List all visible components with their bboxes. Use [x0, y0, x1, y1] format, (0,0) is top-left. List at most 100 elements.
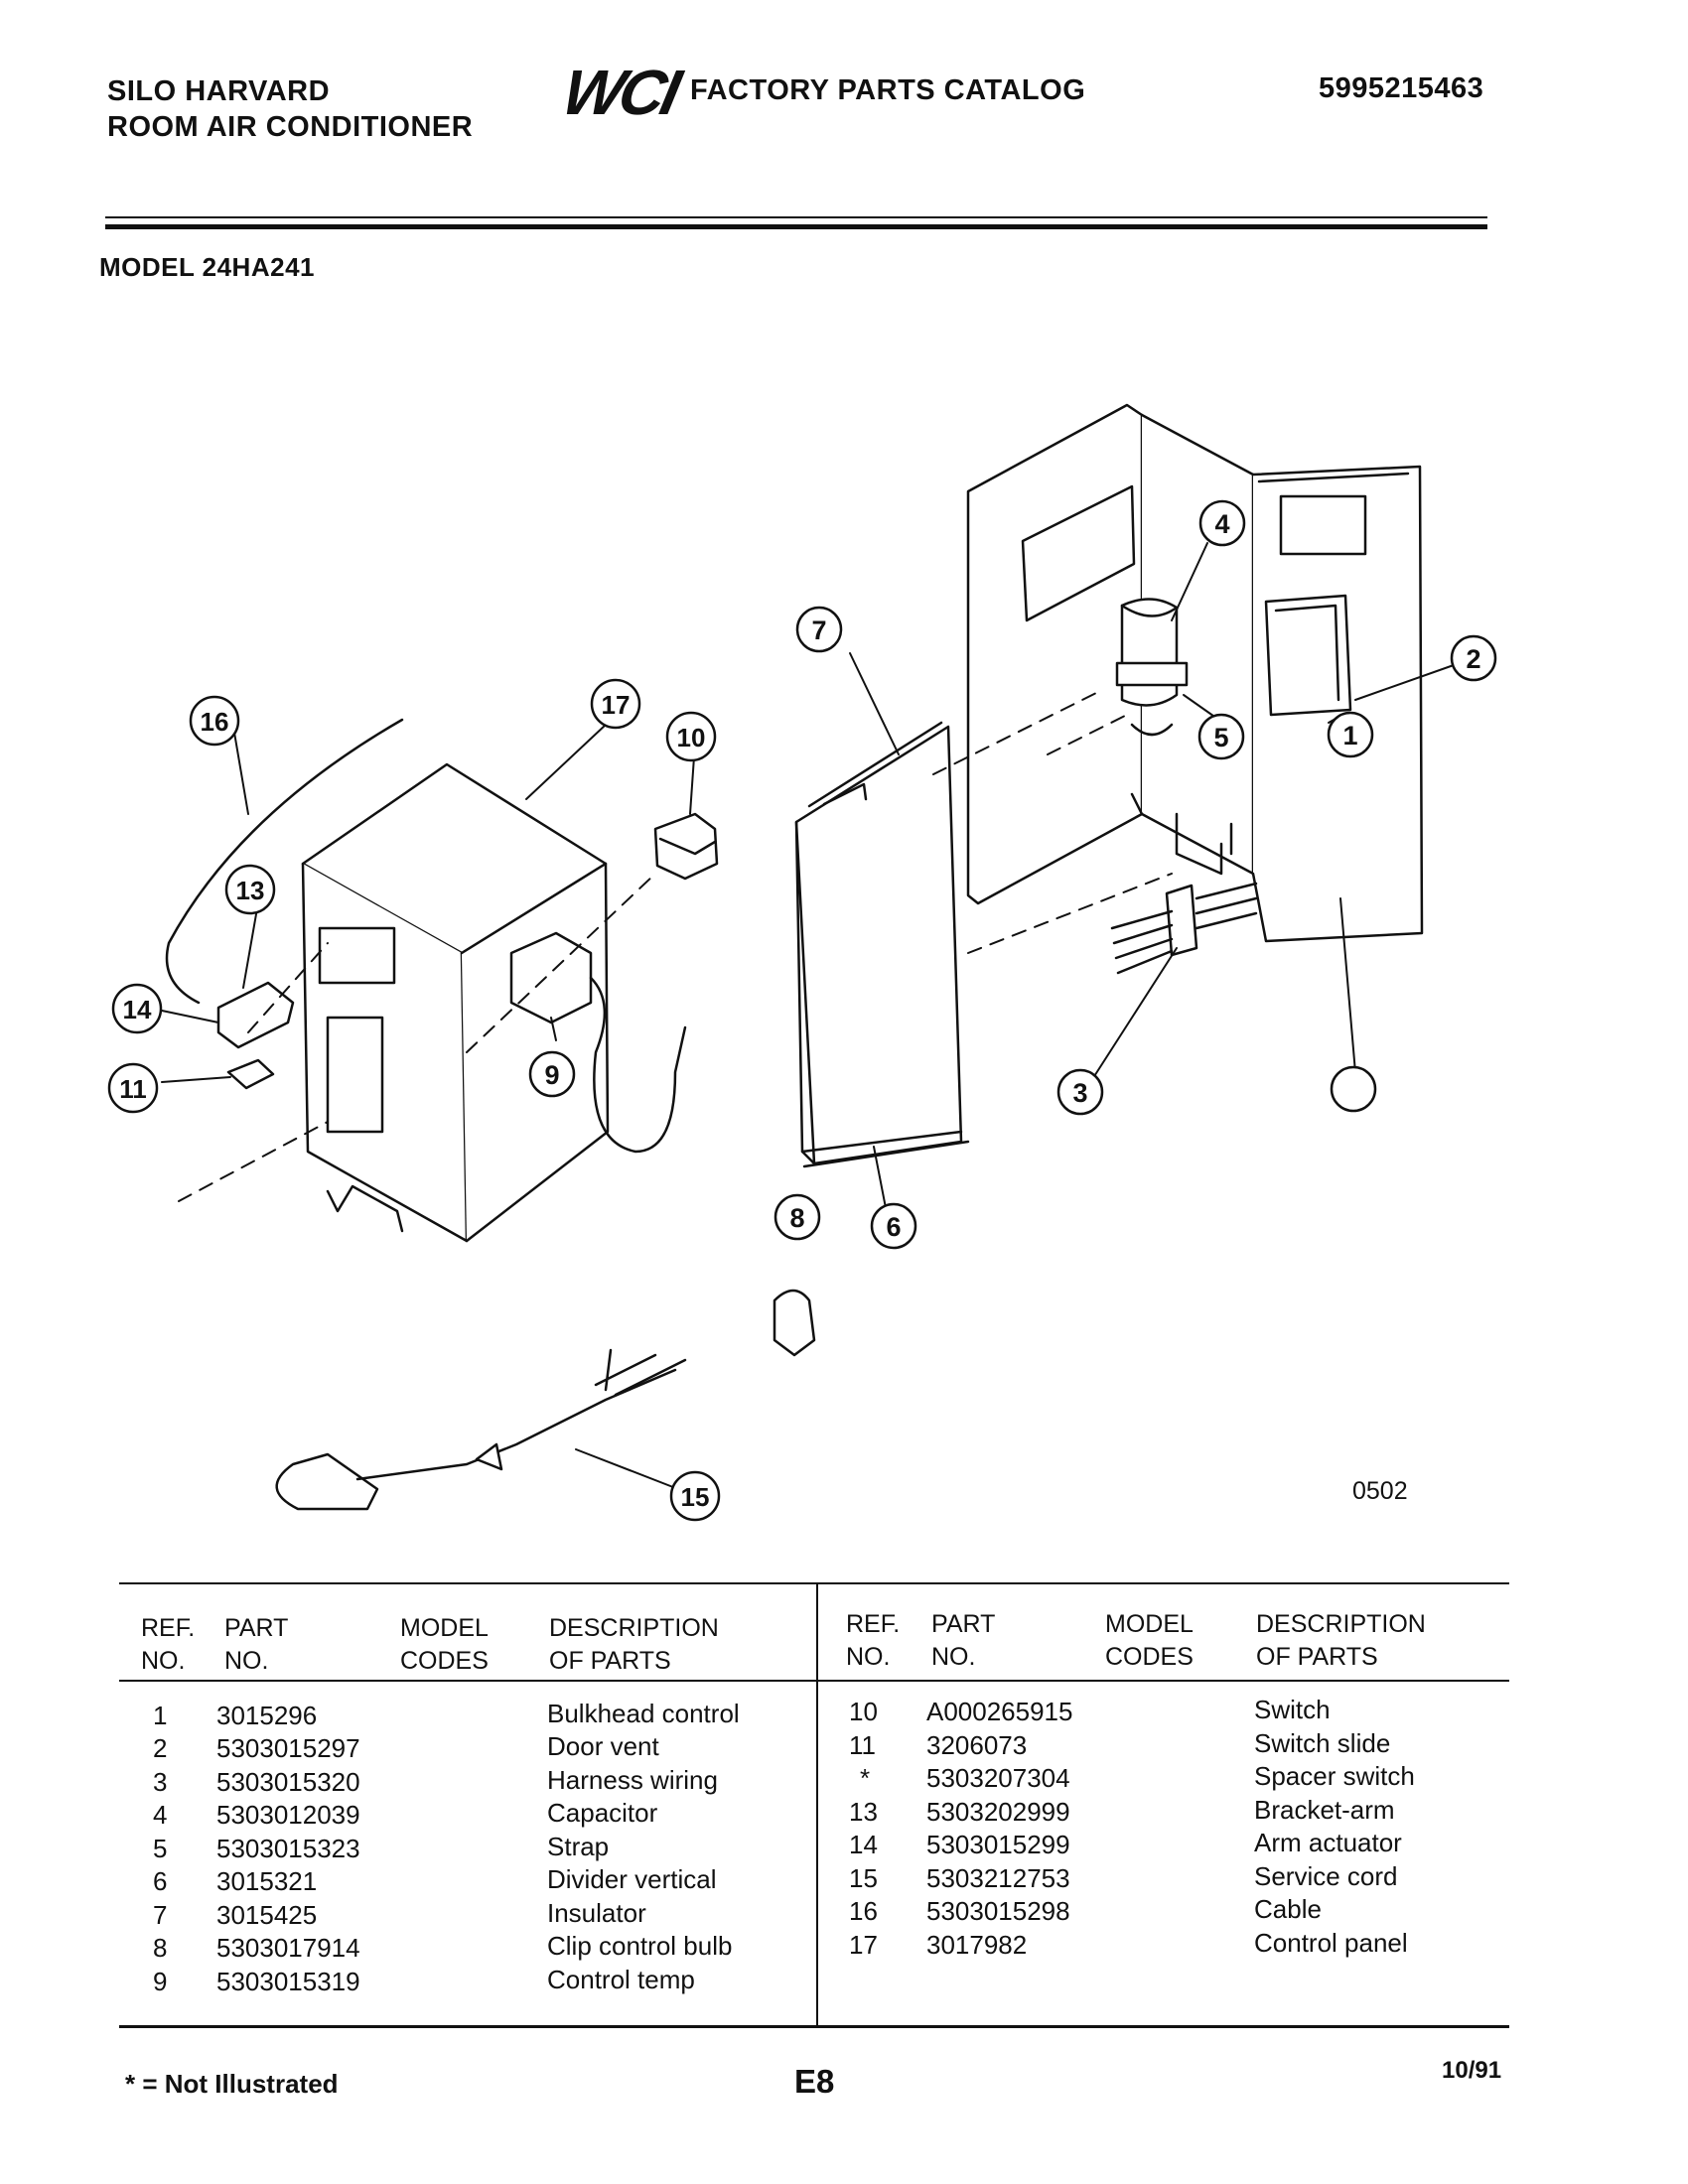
part-description: Insulator — [547, 1898, 646, 1928]
header-part: PART — [931, 1610, 996, 1638]
ref-no: 7 — [153, 1900, 168, 1930]
brand-line-1: SILO HARVARD — [107, 75, 331, 107]
callout-15: 15 — [681, 1482, 710, 1512]
header-of-parts: OF PARTS — [549, 1647, 671, 1675]
service-cord-drawing — [275, 1348, 687, 1511]
page-number: E8 — [794, 2063, 835, 2100]
callout-13: 13 — [236, 876, 265, 905]
catalog-number: 5995215463 — [1319, 72, 1484, 104]
part-no: 3015321 — [216, 1866, 318, 1896]
part-description: Cable — [1254, 1894, 1322, 1924]
header-part-no: NO. — [931, 1643, 976, 1671]
ref-no: 2 — [153, 1733, 168, 1763]
ref-no: 8 — [153, 1933, 168, 1963]
revision-date: 10/91 — [1442, 2057, 1502, 2084]
ref-no: * — [860, 1763, 871, 1793]
part-description: Clip control bulb — [547, 1931, 733, 1961]
ref-no: 16 — [849, 1896, 878, 1926]
part-no: 5303015299 — [926, 1830, 1070, 1859]
header-model: MODEL — [400, 1614, 489, 1642]
header-ref-no: NO. — [846, 1643, 891, 1671]
part-no: 5303212753 — [926, 1863, 1070, 1893]
part-no: 5303015298 — [926, 1896, 1070, 1926]
header-model: MODEL — [1105, 1610, 1194, 1638]
table-bottom-rule — [119, 2025, 1509, 2028]
callout-1: 1 — [1342, 721, 1357, 751]
table-top-rule — [119, 1582, 1509, 1584]
control-temp-drawing — [509, 931, 687, 1154]
part-no: 5303015297 — [216, 1733, 360, 1763]
header-ref-no: NO. — [141, 1647, 186, 1675]
switch-drawing — [653, 812, 719, 881]
bracket-drawing — [216, 981, 295, 1090]
part-no: 5303207304 — [926, 1763, 1070, 1793]
callout-10: 10 — [677, 723, 706, 752]
ref-no: 5 — [153, 1834, 168, 1863]
header-rule-thick — [105, 224, 1487, 229]
harness-drawing — [1110, 882, 1258, 975]
part-description: Bracket-arm — [1254, 1795, 1395, 1825]
ref-no: 9 — [153, 1967, 168, 1996]
part-description: Control temp — [547, 1965, 695, 1994]
callout-17: 17 — [602, 690, 631, 720]
callout-8: 8 — [789, 1203, 804, 1233]
divider-drawing — [794, 721, 970, 1168]
part-no: 3015425 — [216, 1900, 318, 1930]
part-description: Arm actuator — [1254, 1828, 1402, 1857]
part-description: Switch — [1254, 1695, 1331, 1724]
bulkhead-control-drawing — [966, 403, 1424, 943]
ref-no: 3 — [153, 1767, 168, 1797]
ref-no: 14 — [849, 1830, 878, 1859]
part-description: Divider vertical — [547, 1864, 717, 1894]
header-description: DESCRIPTION — [1256, 1610, 1426, 1638]
ref-no: 6 — [153, 1866, 168, 1896]
part-description: Service cord — [1254, 1861, 1398, 1891]
header-model-codes: CODES — [1105, 1643, 1194, 1671]
part-no: 3015296 — [216, 1701, 318, 1730]
part-description: Harness wiring — [547, 1765, 718, 1795]
header-rule-thin — [105, 216, 1487, 218]
ref-no: 10 — [849, 1697, 878, 1726]
capacitor-drawing — [1115, 598, 1189, 737]
part-description: Bulkhead control — [547, 1699, 740, 1728]
part-no: 5303202999 — [926, 1797, 1070, 1827]
header-of-parts: OF PARTS — [1256, 1643, 1378, 1671]
part-no: 5303017914 — [216, 1933, 360, 1963]
part-no: A000265915 — [926, 1697, 1073, 1726]
ref-no: 11 — [849, 1730, 876, 1760]
callout-4: 4 — [1214, 509, 1229, 539]
part-no: 3206073 — [926, 1730, 1028, 1760]
part-description: Door vent — [547, 1731, 659, 1761]
part-no: 5303015320 — [216, 1767, 360, 1797]
brand-line-2: ROOM AIR CONDITIONER — [107, 111, 474, 143]
callout-11: 11 — [119, 1074, 147, 1104]
table-center-divider — [816, 1582, 818, 2027]
callout-14: 14 — [123, 995, 152, 1024]
header-ref: REF. — [141, 1614, 196, 1642]
header-part-no: NO. — [224, 1647, 269, 1675]
catalog-title: FACTORY PARTS CATALOG — [690, 74, 1086, 106]
part-description: Capacitor — [547, 1798, 658, 1828]
ref-no: 1 — [153, 1701, 168, 1730]
part-description: Switch slide — [1254, 1728, 1391, 1758]
part-description: Control panel — [1254, 1928, 1408, 1958]
header-ref: REF. — [846, 1610, 901, 1638]
exploded-parts-diagram: 1 2 3 4 5 6 7 8 9 10 11 13 14 15 16 17 — [107, 403, 1497, 1522]
part-no: 5303015323 — [216, 1834, 360, 1863]
callout-2: 2 — [1466, 644, 1480, 674]
clip-drawing — [773, 1289, 816, 1357]
table-header-rule — [119, 1680, 1509, 1682]
header-description: DESCRIPTION — [549, 1614, 719, 1642]
callout-7: 7 — [811, 615, 826, 645]
ref-no: 15 — [849, 1863, 878, 1893]
not-illustrated-note: * = Not Illustrated — [125, 2069, 339, 2099]
part-no: 5303015319 — [216, 1967, 360, 1996]
part-no: 5303012039 — [216, 1800, 360, 1830]
ref-no: 4 — [153, 1800, 168, 1830]
callout-16: 16 — [201, 707, 229, 737]
diagram-code: 0502 — [1352, 1477, 1408, 1505]
part-description: Strap — [547, 1832, 610, 1861]
header-part: PART — [224, 1614, 289, 1642]
part-no: 3017982 — [926, 1930, 1028, 1960]
